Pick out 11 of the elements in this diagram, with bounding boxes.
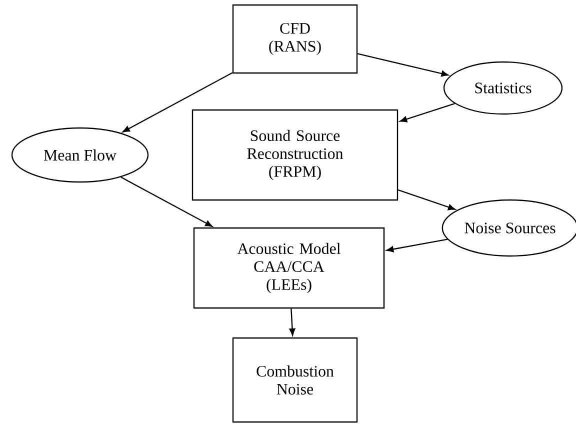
- process-box: Sound Source Reconstruction (FRPM): [192, 109, 398, 201]
- arrow: [398, 189, 456, 210]
- process-box: Combustion Noise: [232, 337, 358, 423]
- process-box: CFD (RANS): [232, 4, 358, 74]
- arrow: [400, 103, 455, 122]
- arrow: [386, 238, 448, 252]
- arrow: [122, 72, 233, 132]
- arrow: [289, 308, 296, 336]
- process-box: Acoustic Model CAA/CCA (LEEs): [193, 227, 385, 309]
- arrow: [357, 53, 449, 77]
- arrow: [120, 176, 213, 227]
